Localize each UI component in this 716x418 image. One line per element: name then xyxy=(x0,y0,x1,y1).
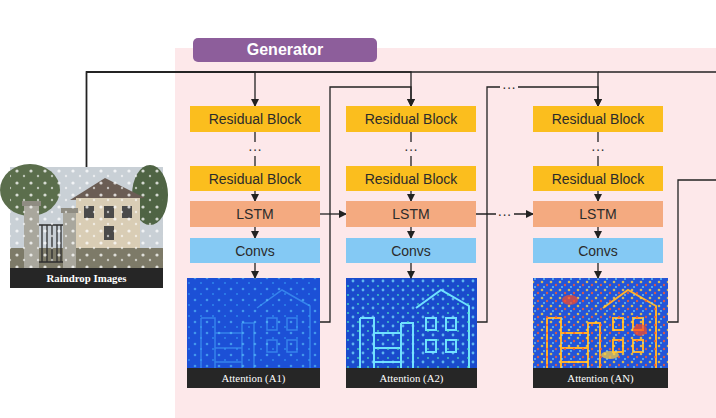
attention-map: Attention (AN) xyxy=(533,278,668,388)
connector-arrow xyxy=(320,213,346,214)
block-label: Convs xyxy=(391,243,431,259)
connector-arrow xyxy=(254,191,255,201)
attention-caption: Attention (A1) xyxy=(187,368,320,388)
connector-arrow xyxy=(597,227,598,238)
attention-map: Attention (A2) xyxy=(346,278,477,388)
connector-arrow xyxy=(254,227,255,238)
residual-block: Residual Block xyxy=(533,166,663,191)
convs-block: Convs xyxy=(190,238,320,263)
block-label: LSTM xyxy=(236,206,273,222)
connector-arrow xyxy=(597,263,598,278)
attention-caption: Attention (AN) xyxy=(533,368,668,388)
generator-panel: GeneratorResidual BlockResidual BlockLST… xyxy=(175,48,716,418)
connector-arrow xyxy=(410,191,411,201)
block-label: Residual Block xyxy=(209,171,302,187)
block-label: Convs xyxy=(235,243,275,259)
image-caption: Raindrop Images xyxy=(10,268,163,288)
generator-label: Generator xyxy=(193,38,377,62)
residual-block: Residual Block xyxy=(190,166,320,191)
attention-caption: Attention (A2) xyxy=(346,368,477,388)
convs-block: Convs xyxy=(533,238,663,263)
ellipsis-label: ··· xyxy=(496,207,514,221)
block-label: LSTM xyxy=(392,206,429,222)
convs-block: Convs xyxy=(346,238,476,263)
ellipsis-label: ··· xyxy=(246,142,264,156)
lstm-block: LSTM xyxy=(190,201,320,227)
input-image: Raindrop Images xyxy=(10,167,163,288)
attention-map: Attention (A1) xyxy=(187,278,320,388)
connector-arrow xyxy=(87,72,599,167)
lstm-block: LSTM xyxy=(346,201,476,227)
residual-block: Residual Block xyxy=(346,106,476,132)
residual-block: Residual Block xyxy=(533,106,663,132)
lstm-block: LSTM xyxy=(533,201,663,227)
connector-arrow xyxy=(410,263,411,278)
block-label: Residual Block xyxy=(552,171,645,187)
connector-arrow xyxy=(597,191,598,201)
connector-arrow xyxy=(410,227,411,238)
ellipsis-label: ··· xyxy=(589,142,607,156)
residual-block: Residual Block xyxy=(346,166,476,191)
block-label: Residual Block xyxy=(365,111,458,127)
residual-block: Residual Block xyxy=(190,106,320,132)
block-label: Residual Block xyxy=(365,171,458,187)
ellipsis-label: ··· xyxy=(500,80,518,94)
block-label: LSTM xyxy=(579,206,616,222)
block-label: Convs xyxy=(578,243,618,259)
block-label: Residual Block xyxy=(552,111,645,127)
ellipsis-label: ··· xyxy=(402,142,420,156)
connector-arrow xyxy=(254,263,255,278)
block-label: Residual Block xyxy=(209,111,302,127)
